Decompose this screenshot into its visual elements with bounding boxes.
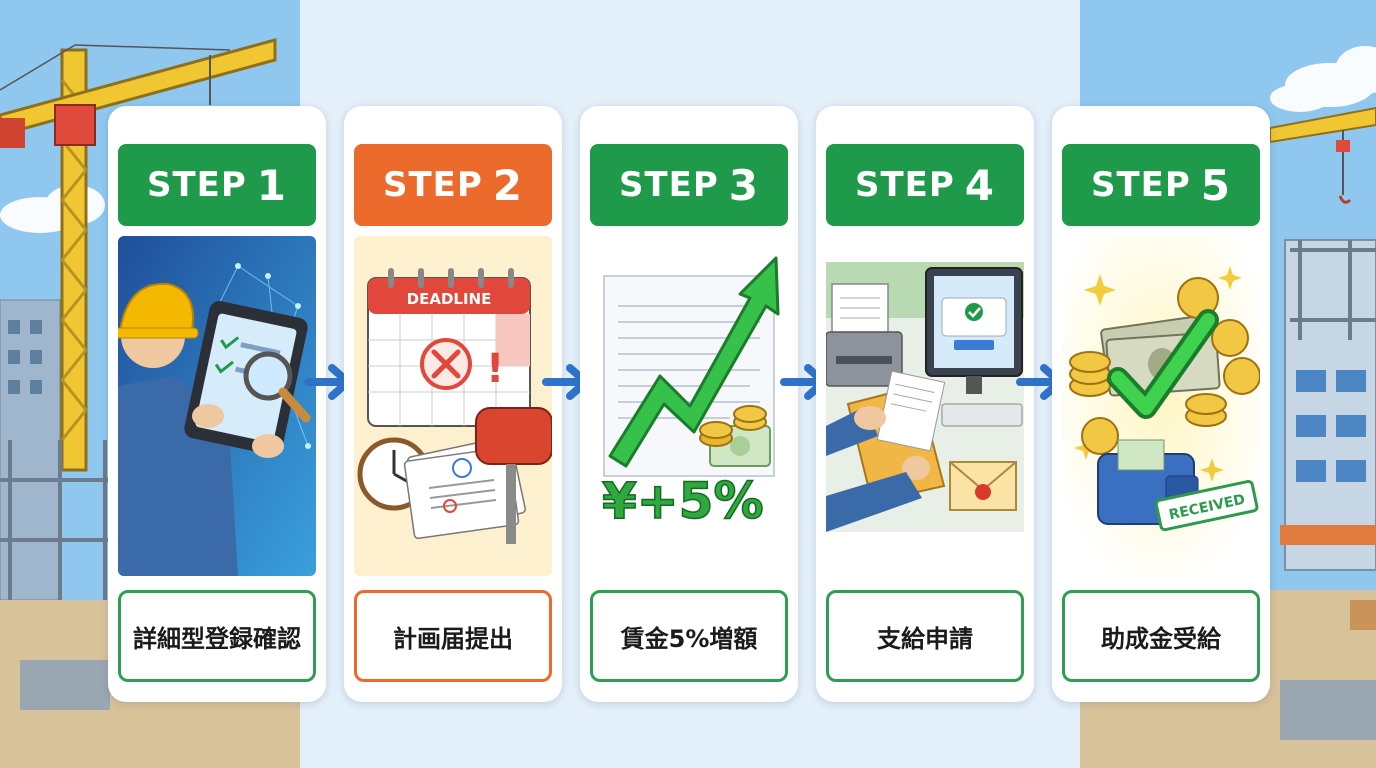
step-card-5: STEP 5 — [1052, 106, 1270, 702]
step-card-2: STEP 2 DEADLINE ! — [344, 106, 562, 702]
step-number: 5 — [1200, 160, 1232, 210]
received-stamp: RECEIVED — [1154, 479, 1259, 532]
envelope-icon — [949, 461, 1017, 511]
step-label: 支給申請 — [826, 590, 1024, 682]
mailbox-icon — [475, 407, 552, 544]
magnifier-icon — [243, 351, 293, 401]
step-header: STEP 4 — [826, 144, 1024, 226]
coins-icon — [699, 405, 771, 467]
printer-icon — [826, 283, 903, 387]
crane-right-icon — [1269, 106, 1376, 204]
step-word: STEP — [382, 165, 483, 205]
step-label: 賃金5%増額 — [590, 590, 788, 682]
step-header: STEP 5 — [1062, 144, 1260, 226]
step-header: STEP 3 — [590, 144, 788, 226]
calendar-icon: DEADLINE ! — [367, 268, 531, 427]
growth-arrow-icon — [608, 256, 780, 468]
step-word: STEP — [854, 165, 955, 205]
step-card-1: STEP 1 — [108, 106, 326, 702]
grant-received-illustration: RECEIVED — [1062, 236, 1260, 576]
step-word: STEP — [146, 165, 247, 205]
step-number: 3 — [728, 160, 760, 210]
hard-hat-icon — [118, 282, 194, 338]
step-word: STEP — [618, 165, 719, 205]
cloud-icon — [0, 46, 1376, 233]
keyboard-icon — [941, 403, 1023, 427]
svg-text:!: ! — [486, 346, 504, 392]
step-word: STEP — [1090, 165, 1191, 205]
step-number: 2 — [492, 160, 524, 210]
step-card-3: STEP 3 ¥+5% 賃 — [580, 106, 798, 702]
step-header: STEP 2 — [354, 144, 552, 226]
step-card-4: STEP 4 — [816, 106, 1034, 702]
wage-increase-text: ¥+5% — [602, 472, 764, 530]
wage-increase-illustration: ¥+5% — [590, 236, 788, 576]
calendar-heading: DEADLINE — [407, 290, 492, 308]
monitor-icon — [925, 267, 1023, 394]
step-label: 詳細型登録確認 — [118, 590, 316, 682]
application-illustration — [826, 236, 1024, 576]
coins-icon — [1069, 277, 1260, 455]
step-number: 4 — [964, 160, 996, 210]
step-number: 1 — [256, 160, 288, 210]
step-label: 助成金受給 — [1062, 590, 1260, 682]
worker-tablet-illustration — [118, 236, 316, 576]
step-header: STEP 1 — [118, 144, 316, 226]
deadline-illustration: DEADLINE ! — [354, 236, 552, 576]
step-label: 計画届提出 — [354, 590, 552, 682]
